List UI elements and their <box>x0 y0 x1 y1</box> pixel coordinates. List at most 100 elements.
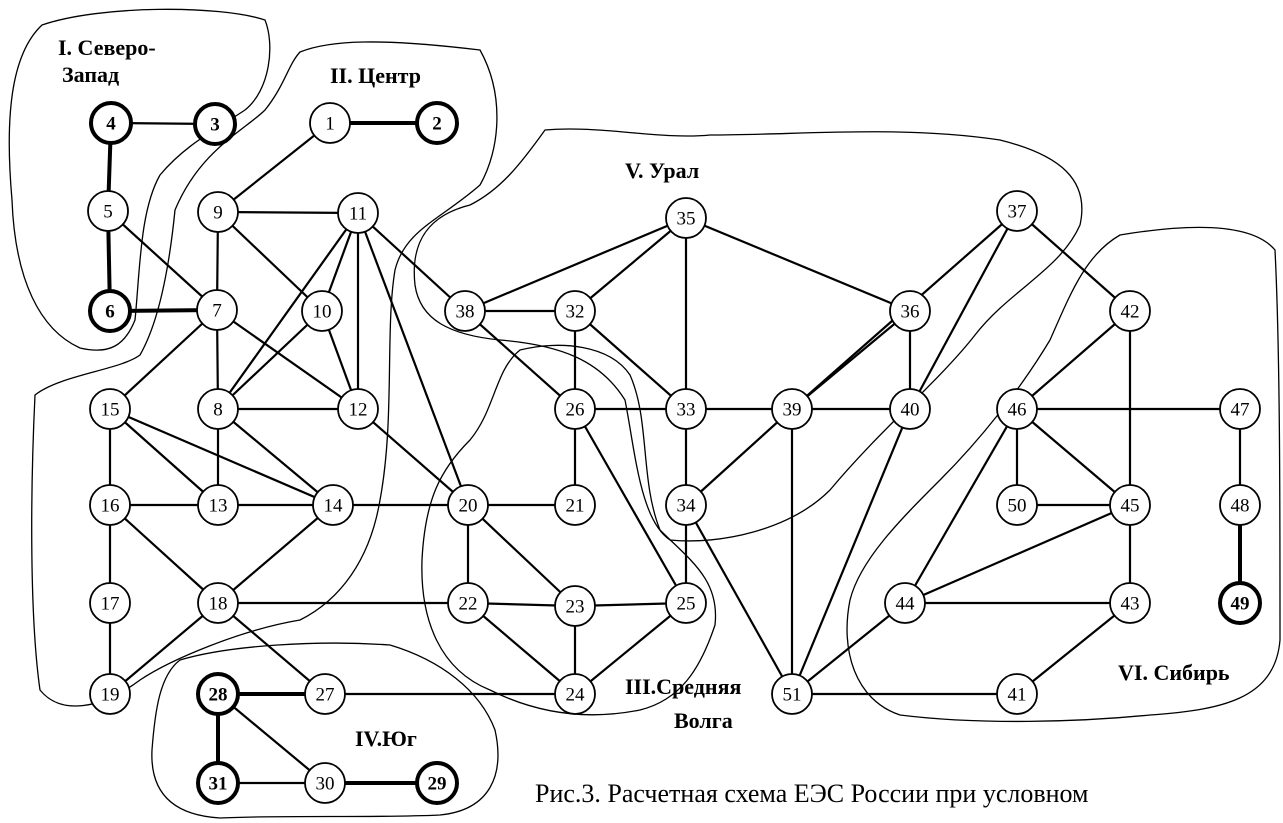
node-label-10: 10 <box>313 302 332 323</box>
node-label-16: 16 <box>101 496 120 517</box>
node-circle-12 <box>337 388 379 430</box>
region-outline-north-west <box>8 8 271 351</box>
node-circle-35 <box>665 197 707 239</box>
node-51: 51 <box>771 673 813 715</box>
node-label-44: 44 <box>896 594 916 615</box>
region-label-north-west-line1: I. Северо- <box>58 35 156 60</box>
edge-26-25 <box>574 408 687 604</box>
node-circle-21 <box>554 484 596 526</box>
node-circle-9 <box>197 191 239 233</box>
node-circle-25 <box>665 582 707 624</box>
node-label-21: 21 <box>566 496 585 517</box>
node-label-37: 37 <box>1008 202 1027 223</box>
node-6: 6 <box>88 289 132 333</box>
node-50: 50 <box>996 484 1038 526</box>
edge-11-38 <box>357 212 466 312</box>
node-11: 11 <box>337 192 379 234</box>
node-label-11: 11 <box>349 204 367 225</box>
node-label-14: 14 <box>324 496 344 517</box>
edge-34-51 <box>685 504 793 695</box>
node-label-41: 41 <box>1008 685 1027 706</box>
edge-34-39 <box>685 408 793 506</box>
edge-7-15 <box>109 309 218 410</box>
node-44: 44 <box>884 582 926 624</box>
node-34: 34 <box>665 484 707 526</box>
node-40: 40 <box>889 388 931 430</box>
node-label-28: 28 <box>209 685 228 706</box>
node-43: 43 <box>1109 582 1151 624</box>
node-label-39: 39 <box>783 400 802 421</box>
node-circle-33 <box>665 388 707 430</box>
node-circle-7 <box>196 289 238 331</box>
edge-18-19 <box>109 602 219 695</box>
node-circle-40 <box>889 388 931 430</box>
edge-14-18 <box>217 504 334 604</box>
node-38: 38 <box>444 290 486 332</box>
node-47: 47 <box>1219 388 1261 430</box>
edge-40-51 <box>790 408 912 695</box>
node-label-15: 15 <box>101 400 120 421</box>
node-8: 8 <box>197 388 239 430</box>
node-label-27: 27 <box>316 685 335 706</box>
node-circle-34 <box>665 484 707 526</box>
node-label-47: 47 <box>1231 400 1250 421</box>
node-27: 27 <box>304 673 346 715</box>
node-label-19: 19 <box>101 685 120 706</box>
node-5: 5 <box>87 190 129 232</box>
node-17: 17 <box>89 582 131 624</box>
node-label-12: 12 <box>349 400 368 421</box>
edge-8-14 <box>217 408 334 506</box>
node-circle-20 <box>447 484 489 526</box>
node-circle-45 <box>1109 484 1151 526</box>
node-21: 21 <box>554 484 596 526</box>
node-circle-11 <box>337 192 379 234</box>
node-2: 2 <box>415 101 459 145</box>
region-label-south: IV.Юг <box>355 726 417 751</box>
node-label-25: 25 <box>677 594 696 615</box>
node-circle-46 <box>996 388 1038 430</box>
edge-5-7 <box>107 210 218 311</box>
node-circle-8 <box>197 388 239 430</box>
node-label-5: 5 <box>103 202 113 223</box>
edge-46-44 <box>904 408 1018 604</box>
node-circle-48 <box>1219 484 1261 526</box>
node-circle-43 <box>1109 582 1151 624</box>
edge-38-26 <box>464 310 576 410</box>
node-label-29: 29 <box>428 774 447 795</box>
node-24: 24 <box>554 673 596 715</box>
node-10: 10 <box>301 290 343 332</box>
node-35: 35 <box>665 197 707 239</box>
node-label-26: 26 <box>566 400 585 421</box>
node-7: 7 <box>196 289 238 331</box>
node-46: 46 <box>996 388 1038 430</box>
node-label-40: 40 <box>901 400 920 421</box>
node-33: 33 <box>665 388 707 430</box>
node-49: 49 <box>1218 581 1262 625</box>
node-15: 15 <box>89 388 131 430</box>
node-16: 16 <box>89 484 131 526</box>
edge-32-35 <box>574 217 687 312</box>
node-9: 9 <box>197 191 239 233</box>
edge-7-12 <box>216 309 359 410</box>
node-label-45: 45 <box>1121 496 1140 517</box>
node-label-6: 6 <box>105 302 115 323</box>
node-label-34: 34 <box>677 496 697 517</box>
node-circle-17 <box>89 582 131 624</box>
node-label-4: 4 <box>106 114 116 135</box>
region-label-siberia: VI. Сибирь <box>1118 660 1230 685</box>
node-3: 3 <box>193 102 237 146</box>
node-circle-18 <box>197 582 239 624</box>
region-outline-ural <box>413 128 1083 542</box>
node-4: 4 <box>89 101 133 145</box>
node-circle-49 <box>1218 581 1262 625</box>
edge-11-8 <box>217 212 359 410</box>
node-23: 23 <box>554 585 596 627</box>
node-circle-30 <box>304 762 346 804</box>
node-26: 26 <box>554 388 596 430</box>
node-label-13: 13 <box>209 496 228 517</box>
node-label-8: 8 <box>213 400 223 421</box>
region-label-north-west-line2: Запад <box>62 62 119 87</box>
node-label-31: 31 <box>209 774 228 795</box>
node-label-18: 18 <box>209 594 228 615</box>
node-31: 31 <box>196 761 240 805</box>
